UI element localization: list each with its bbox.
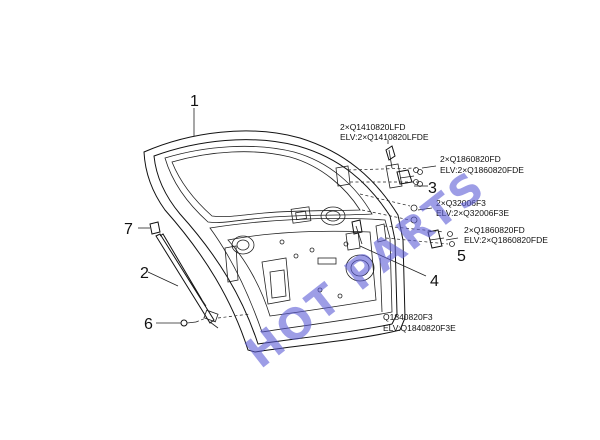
part-number-4: 4 — [430, 273, 439, 290]
part-number-7: 7 — [124, 221, 133, 238]
fasteners — [410, 169, 423, 224]
callout-1-line-1: 2×Q1410820LFD — [340, 122, 405, 132]
callout-1-line-2: ELV:2×Q1410820LFDE — [340, 132, 429, 142]
leader-lines — [138, 108, 459, 324]
assembly-lines — [195, 167, 449, 323]
callout-2-line-2: ELV:2×Q1860820FDE — [440, 165, 524, 175]
callout-3-line-1: 2×Q32006F3 — [436, 198, 486, 208]
gas-strut — [155, 233, 219, 329]
part-number-2: 2 — [140, 265, 149, 282]
callout-5-line-2: ELV:Q1840820F3E — [383, 323, 456, 333]
callout-2-line-1: 2×Q1860820FD — [440, 154, 501, 164]
callout-5-line-1: Q1840820F3 — [383, 312, 433, 322]
callout-4-line-2: ELV:2×Q1860820FDE — [464, 235, 548, 245]
callout-3-line-2: ELV:2×Q32006F3E — [436, 208, 509, 218]
part-number-1: 1 — [190, 93, 199, 110]
watermark: HOT PARTS — [236, 161, 495, 378]
tailgate-door — [143, 130, 406, 353]
part-number-3: 3 — [428, 180, 437, 197]
strut-cap — [149, 221, 161, 235]
part-number-6: 6 — [144, 316, 153, 333]
callout-4-line-1: 2×Q1860820FD — [464, 225, 525, 235]
part-number-5: 5 — [457, 248, 466, 265]
mounting-bolt — [180, 319, 197, 327]
striker — [351, 219, 363, 245]
